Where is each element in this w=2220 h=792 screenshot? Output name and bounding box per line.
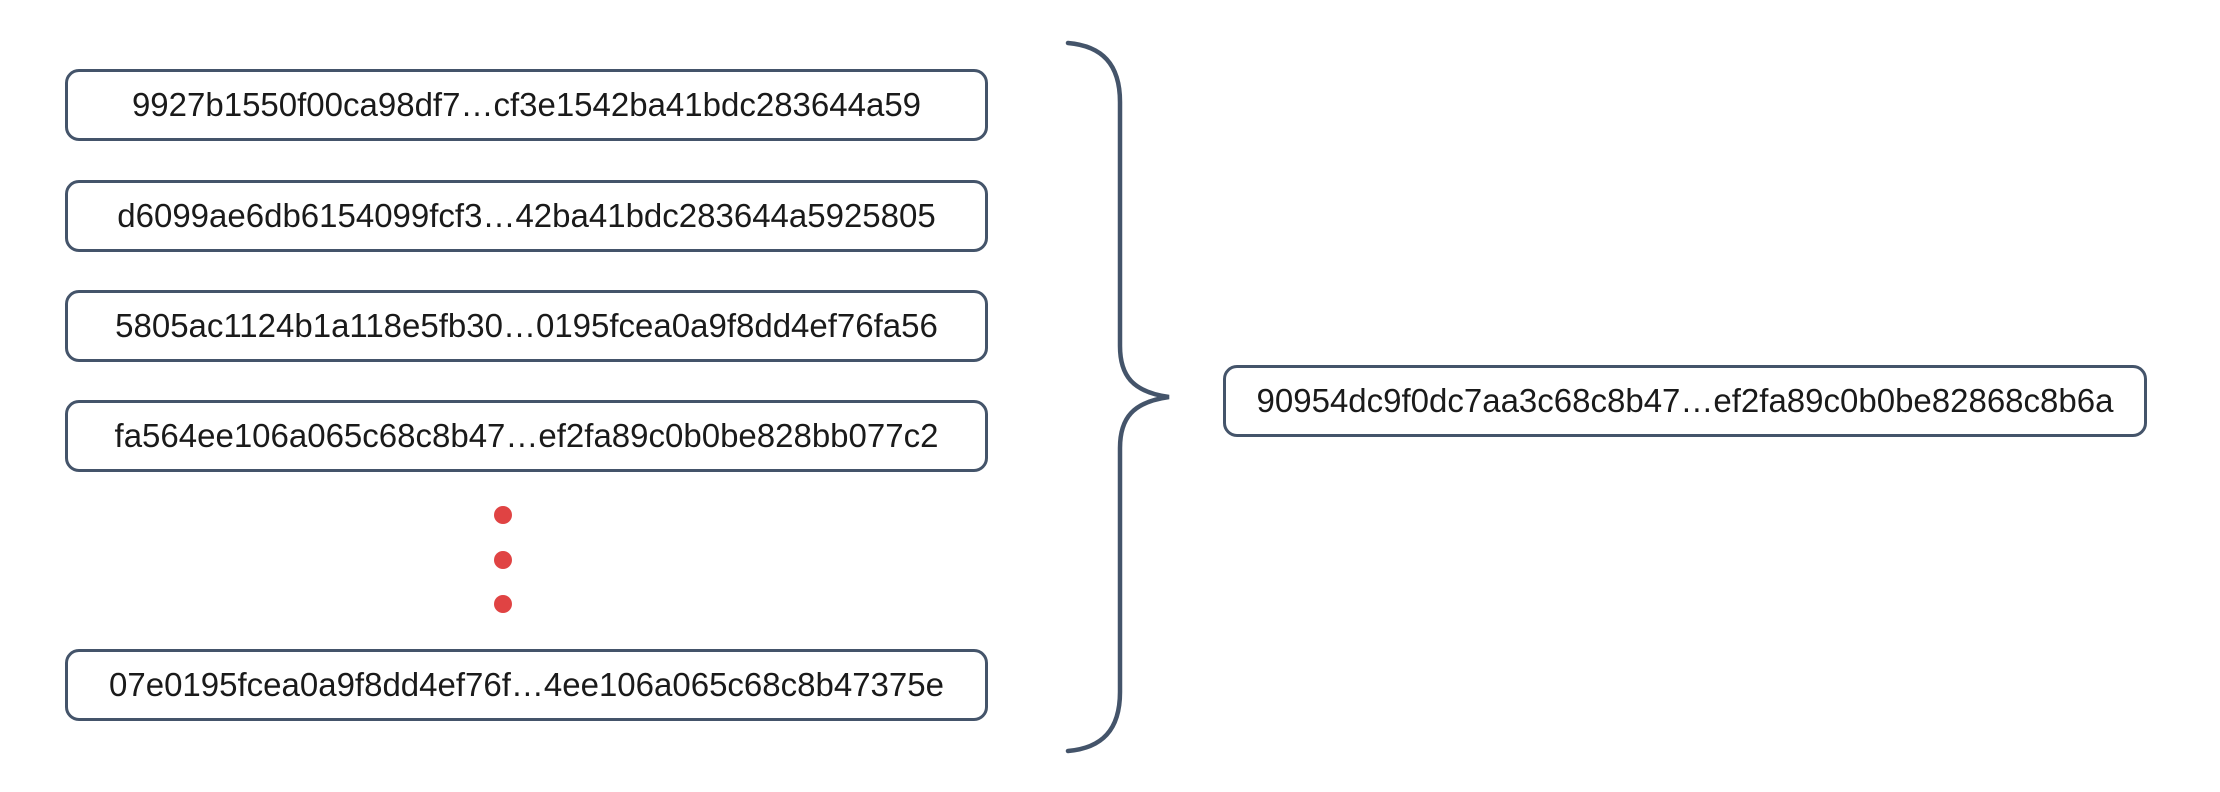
ellipsis-dot-3 [494,595,512,613]
result-hash-box: 90954dc9f0dc7aa3c68c8b47…ef2fa89c0b0be82… [1223,365,2147,437]
hash-box-2-label: d6099ae6db6154099fcf3…42ba41bdc283644a59… [117,197,936,234]
hash-box-3: 5805ac1124b1a118e5fb30…0195fcea0a9f8dd4e… [65,290,988,362]
vertical-ellipsis-icon [494,506,512,613]
hash-box-1-label: 9927b1550f00ca98df7…cf3e1542ba41bdc28364… [131,86,922,123]
ellipsis-dot-1 [494,506,512,524]
hash-box-4: fa564ee106a065c68c8b47…ef2fa89c0b0be828b… [65,400,988,472]
hash-box-5-label: 07e0195fcea0a9f8dd4ef76f…4ee106a065c68c8… [109,666,944,703]
hash-box-2: d6099ae6db6154099fcf3…42ba41bdc283644a59… [65,180,988,252]
hash-box-4-label: fa564ee106a065c68c8b47…ef2fa89c0b0be828b… [114,417,939,454]
hash-box-3-label: 5805ac1124b1a118e5fb30…0195fcea0a9f8dd4e… [115,307,938,344]
result-hash-label: 90954dc9f0dc7aa3c68c8b47…ef2fa89c0b0be82… [1256,382,2114,419]
hash-box-1: 9927b1550f00ca98df7…cf3e1542ba41bdc28364… [65,69,988,141]
ellipsis-dot-2 [494,551,512,569]
hash-box-5: 07e0195fcea0a9f8dd4ef76f…4ee106a065c68c8… [65,649,988,721]
